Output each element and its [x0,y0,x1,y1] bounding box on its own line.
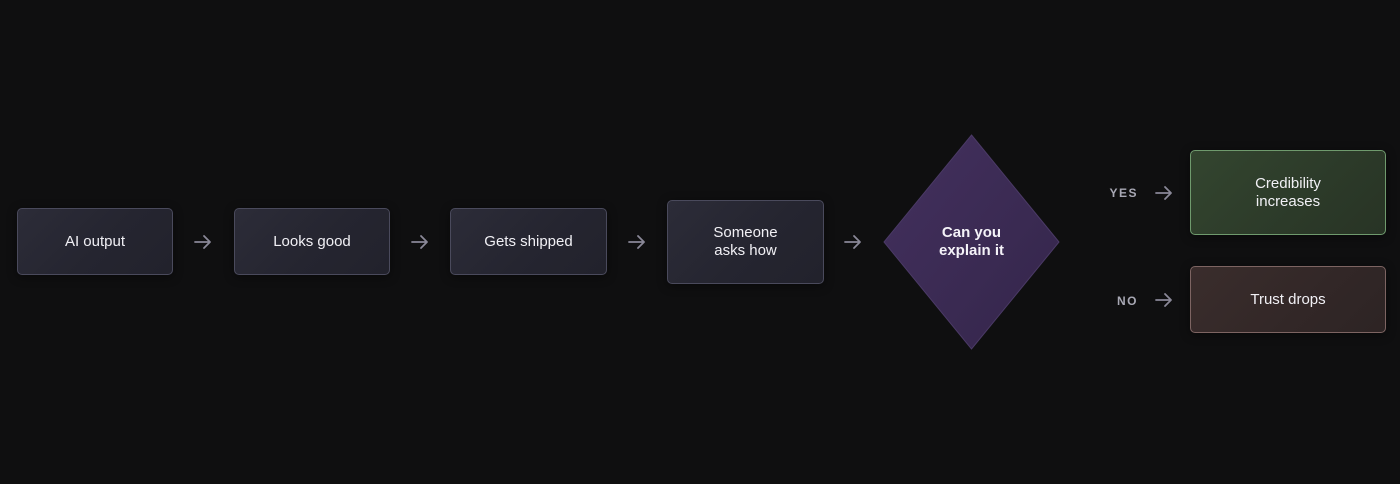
arrow-right-icon [410,234,430,250]
step-label: Someone asks how [713,224,778,259]
arrow-right-icon [1154,185,1174,201]
step-someone-asks-how: Someone asks how [667,200,824,284]
arrow-right-icon [627,234,647,250]
step-label: Gets shipped [484,232,573,250]
branch-label-no: NO [1117,294,1138,308]
arrow-right-icon [1154,292,1174,308]
outcome-label: Credibility increases [1255,174,1321,210]
diamond-shape [883,134,1060,350]
branch-label-yes: YES [1109,186,1138,200]
arrow-right-icon [843,234,863,250]
step-label: AI output [64,232,126,250]
step-label: Looks good [273,232,351,250]
outcome-trust-drops: Trust drops [1190,266,1386,333]
outcome-label: Trust drops [1250,290,1326,308]
step-gets-shipped: Gets shipped [450,208,607,275]
step-ai-output: AI output [17,208,173,275]
decision-diamond: Can you explain it [883,134,1060,350]
decision-label: Can you explain it [938,224,1005,259]
step-looks-good: Looks good [234,208,390,275]
outcome-credibility-increases: Credibility increases [1190,150,1386,235]
arrow-right-icon [193,234,213,250]
